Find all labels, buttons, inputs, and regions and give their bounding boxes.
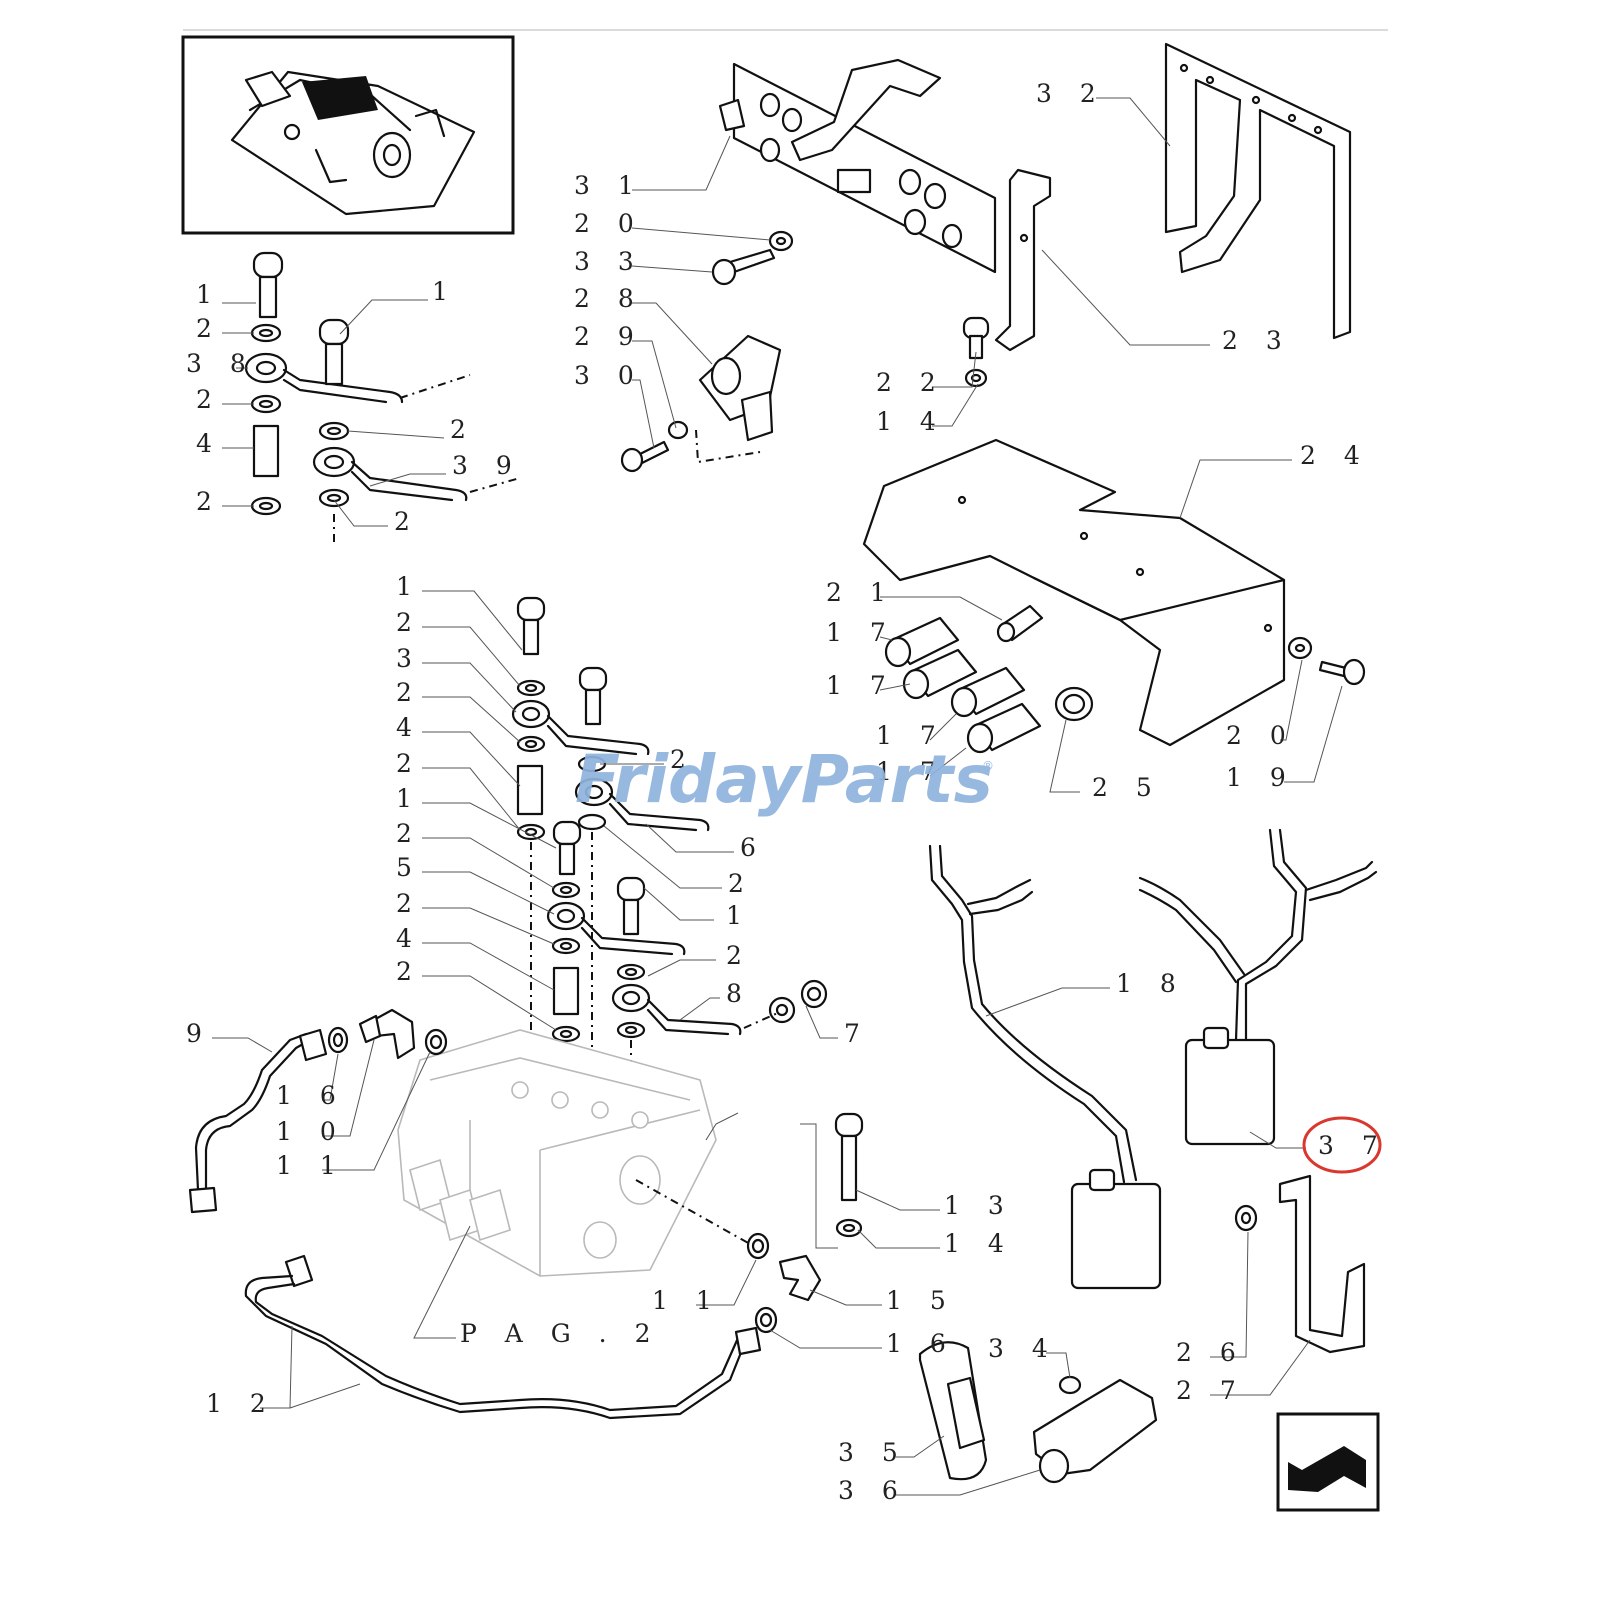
fitting-stack-middle	[511, 596, 828, 1120]
callout-label: 2	[670, 745, 696, 774]
callout-label: 2 8	[574, 284, 644, 313]
callout-label: 3 8	[186, 349, 256, 378]
callout-label: 1 1	[276, 1151, 346, 1180]
callout-label: 4	[396, 924, 422, 953]
callout-label: 2	[728, 869, 754, 898]
hose-18-and-reservoir	[928, 844, 1162, 1290]
callout-label: 2	[450, 415, 476, 444]
callout-label: 2 0	[574, 209, 644, 238]
callout-label: 2	[196, 385, 222, 414]
callout-label: 2	[196, 314, 222, 343]
callout-label: 3 0	[574, 361, 644, 390]
fitting-group-top-left	[244, 251, 521, 545]
callout-label: 2 5	[1092, 773, 1162, 802]
callout-labels: 1 1 2 3 8 2 2 4 3 9 2 2 3 1 2 0 3 3 2 8 …	[186, 79, 1370, 1505]
callout-label: 3 6	[838, 1476, 908, 1505]
valve-body-reference	[397, 1029, 751, 1277]
callout-label: 1 4	[944, 1229, 1014, 1258]
callout-label: 3 9	[452, 451, 522, 480]
highlight-label: 3 7	[1318, 1131, 1388, 1160]
callout-label: 3 5	[838, 1438, 908, 1467]
bolt-13-washer-14	[834, 1112, 864, 1238]
callout-label: 1 1	[652, 1286, 722, 1315]
highlighted-callout-37: 3 7	[1302, 1116, 1388, 1174]
callout-label: 7	[844, 1019, 870, 1048]
callout-label: 1 7	[826, 618, 896, 647]
callout-label: 1 7	[826, 671, 896, 700]
callout-label: 1 2	[206, 1389, 276, 1418]
cover-24	[862, 438, 1366, 747]
callout-label: 3 3	[574, 247, 644, 276]
callout-label: 5	[396, 853, 422, 882]
bracket-plate-31	[718, 58, 997, 274]
callout-label: 9	[186, 1019, 212, 1048]
pipe-9-and-elbow-10	[188, 1008, 448, 1214]
callout-label: 3 4	[988, 1334, 1058, 1363]
callout-label: 2 7	[1176, 1376, 1246, 1405]
callout-label: 1	[432, 277, 458, 306]
callout-label: 2	[196, 487, 222, 516]
switch-34-35-36	[918, 1341, 1158, 1484]
couplers-17-21	[884, 604, 1094, 754]
callout-label: 2 4	[1300, 441, 1370, 470]
callout-label: 2 3	[1222, 326, 1292, 355]
callout-label: 2	[396, 957, 422, 986]
callout-label: P A G . 2	[460, 1319, 661, 1348]
callout-label: 1 7	[876, 721, 946, 750]
callout-label: 1	[726, 901, 752, 930]
callout-label: 2	[394, 507, 420, 536]
clamp-block-28	[620, 334, 782, 473]
callout-label: 1 7	[876, 757, 946, 786]
direction-arrow-symbol	[1276, 1412, 1380, 1512]
highlight-ring	[1302, 1116, 1382, 1174]
callout-label: 1	[196, 280, 222, 309]
bolt-washer-20-33	[711, 230, 794, 286]
callout-label: 1	[396, 784, 422, 813]
callout-label: 1 5	[886, 1286, 956, 1315]
callout-label: 1 4	[876, 407, 946, 436]
callout-label: 3	[396, 644, 422, 673]
callout-label: 2 9	[574, 322, 644, 351]
callout-label: 2	[396, 819, 422, 848]
pipe-12	[244, 1254, 762, 1420]
bracket-27	[1234, 1174, 1366, 1354]
bracket-23	[962, 168, 1052, 388]
svg-text:FridayParts: FridayParts	[575, 741, 993, 818]
callout-label: 4	[196, 429, 222, 458]
callout-label: 2	[726, 941, 752, 970]
leader-lines	[212, 97, 1343, 1496]
frame-32	[1164, 42, 1352, 340]
inset-overview-box	[181, 35, 515, 235]
watermark: FridayParts ®	[575, 741, 994, 818]
callout-label: 1 9	[1226, 763, 1296, 792]
callout-label: 2	[396, 608, 422, 637]
callout-label: 1 0	[276, 1117, 346, 1146]
callout-label: 2	[396, 678, 422, 707]
callout-label: 3 1	[574, 171, 644, 200]
callout-label: 2 1	[826, 578, 896, 607]
elbow-15-seals	[746, 1232, 822, 1334]
callout-label: 1 8	[1116, 969, 1186, 998]
watermark-friday: Friday	[575, 741, 804, 818]
callout-label: 1	[396, 572, 422, 601]
callout-label: 1 3	[944, 1191, 1014, 1220]
hose-37-and-reservoir	[1138, 828, 1378, 1146]
callout-label: 2	[396, 749, 422, 778]
watermark-registered: ®	[982, 759, 994, 773]
callout-label: 1 6	[276, 1081, 346, 1110]
callout-label: 8	[726, 979, 752, 1008]
callout-label: 2	[396, 889, 422, 918]
watermark-parts: Parts	[801, 741, 993, 818]
callout-label: 3 2	[1036, 79, 1106, 108]
callout-label: 2 0	[1226, 721, 1296, 750]
callout-label: 1 6	[886, 1329, 956, 1358]
callout-label: 2 6	[1176, 1338, 1246, 1367]
callout-label: 2 2	[876, 368, 946, 397]
callout-label: 4	[396, 713, 422, 742]
callout-label: 6	[740, 833, 766, 862]
